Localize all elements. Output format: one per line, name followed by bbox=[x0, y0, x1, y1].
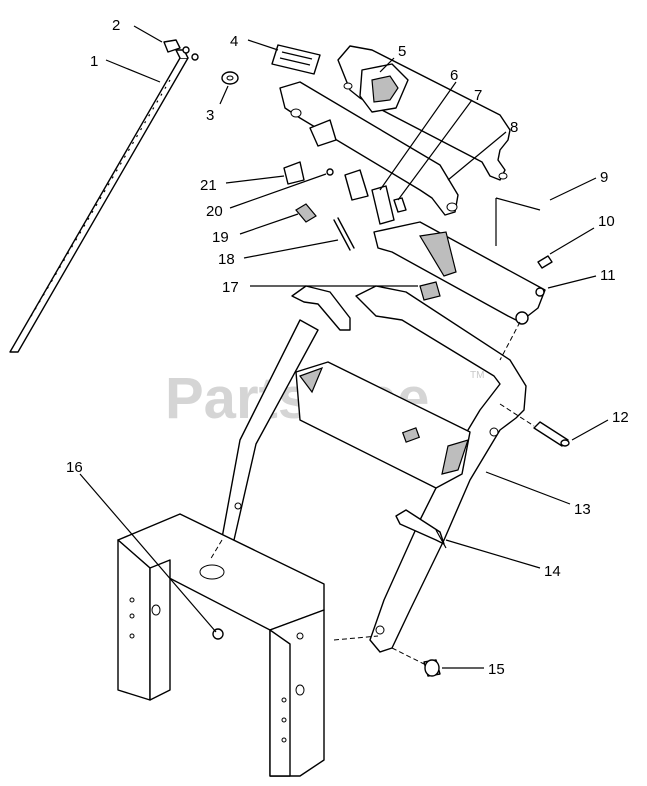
part-screw[interactable] bbox=[537, 255, 553, 269]
part-bail-bar[interactable] bbox=[373, 221, 546, 325]
part-decal[interactable] bbox=[271, 44, 321, 75]
callout-2[interactable]: 2 bbox=[112, 17, 120, 34]
callout-10[interactable]: 10 bbox=[598, 213, 615, 230]
callout-8[interactable]: 8 bbox=[510, 119, 518, 136]
part-bolt[interactable] bbox=[423, 659, 441, 677]
part-rod[interactable] bbox=[9, 49, 189, 353]
callout-6[interactable]: 6 bbox=[450, 67, 458, 84]
callout-1[interactable]: 1 bbox=[90, 53, 98, 70]
callout-12[interactable]: 12 bbox=[612, 409, 629, 426]
part-main-handle[interactable] bbox=[221, 285, 527, 653]
part-upper-handle[interactable] bbox=[279, 45, 511, 216]
callout-15[interactable]: 15 bbox=[488, 661, 505, 678]
part-nut-small[interactable] bbox=[221, 71, 239, 85]
callout-4[interactable]: 4 bbox=[230, 33, 238, 50]
part-spring[interactable] bbox=[333, 217, 355, 251]
callout-19[interactable]: 19 bbox=[212, 229, 229, 246]
part-lower-housing[interactable] bbox=[117, 513, 325, 777]
callout-17[interactable]: 17 bbox=[222, 279, 239, 296]
callout-21[interactable]: 21 bbox=[200, 177, 217, 194]
callout-14[interactable]: 14 bbox=[544, 563, 561, 580]
callout-3[interactable]: 3 bbox=[206, 107, 214, 124]
callout-11[interactable]: 11 bbox=[600, 267, 616, 284]
part-fitting[interactable] bbox=[163, 39, 199, 61]
part-shift-lever[interactable] bbox=[395, 509, 447, 549]
part-block[interactable] bbox=[419, 281, 441, 301]
part-bracket-cluster[interactable] bbox=[283, 119, 407, 225]
callout-labels: 1 2 3 4 5 6 7 8 9 10 11 12 13 14 15 16 1… bbox=[66, 17, 629, 678]
part-pin[interactable] bbox=[533, 421, 570, 447]
callout-18[interactable]: 18 bbox=[218, 251, 235, 268]
callout-5[interactable]: 5 bbox=[398, 43, 406, 60]
leader-lines bbox=[79, 25, 609, 669]
callout-9[interactable]: 9 bbox=[600, 169, 608, 186]
part-grey-fitting[interactable] bbox=[295, 203, 317, 223]
callout-13[interactable]: 13 bbox=[574, 501, 591, 518]
callout-20[interactable]: 20 bbox=[206, 203, 223, 220]
callout-16[interactable]: 16 bbox=[66, 459, 83, 476]
callout-7[interactable]: 7 bbox=[474, 87, 482, 104]
watermark-trademark: TM bbox=[470, 370, 484, 381]
alignment-lines bbox=[209, 321, 535, 665]
